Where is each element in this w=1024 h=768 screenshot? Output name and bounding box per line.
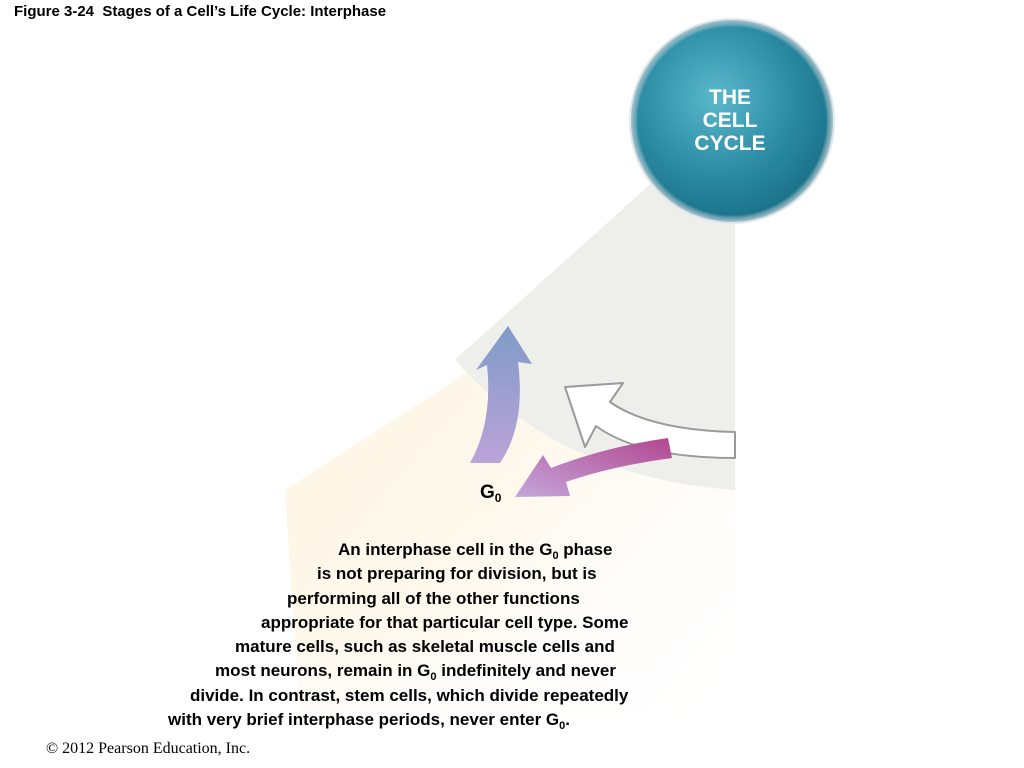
description-text: appropriate for that particular cell typ… bbox=[261, 612, 629, 632]
cell-cycle-label-line: CELL bbox=[702, 109, 758, 132]
enter-g0-arrow bbox=[515, 438, 672, 497]
description-text: mature cells, such as skeletal muscle ce… bbox=[235, 637, 615, 657]
description-subscript: 0 bbox=[559, 720, 566, 733]
description-line: appropriate for that particular cell typ… bbox=[261, 611, 841, 635]
description-subscript: 0 bbox=[430, 671, 437, 684]
cell-cycle-label-line: CYCLE bbox=[694, 132, 766, 155]
cell-cycle-circle bbox=[629, 18, 835, 224]
description-text: indefinitely and never bbox=[436, 661, 616, 681]
copyright-notice: © 2012 Pearson Education, Inc. bbox=[46, 740, 251, 757]
description-text: An interphase cell in the G bbox=[338, 540, 553, 559]
entry-arrow-white bbox=[564, 382, 736, 459]
description-text: most neurons, remain in G bbox=[215, 661, 431, 681]
description-line: An interphase cell in the G0 phase bbox=[338, 538, 918, 562]
description-line: with very brief interphase periods, neve… bbox=[168, 708, 748, 732]
description-line: most neurons, remain in G0 indefinitely … bbox=[215, 659, 795, 683]
g0-label-main: G bbox=[480, 482, 495, 503]
cell-cycle-label-line: THE bbox=[709, 86, 751, 109]
sector-fade bbox=[150, 640, 750, 750]
description-line: performing all of the other functions bbox=[287, 587, 867, 611]
description-text: performing all of the other functions bbox=[287, 588, 580, 608]
g0-label: G0 bbox=[480, 482, 501, 504]
description-text: with very brief interphase periods, neve… bbox=[168, 710, 560, 730]
description-line: divide. In contrast, stem cells, which d… bbox=[190, 684, 770, 708]
description-line: mature cells, such as skeletal muscle ce… bbox=[235, 635, 815, 659]
description-subscript: 0 bbox=[552, 550, 559, 562]
description-text: . bbox=[565, 710, 570, 730]
figure-title: Figure 3-24 Stages of a Cell’s Life Cycl… bbox=[14, 3, 387, 20]
g0-label-subscript: 0 bbox=[494, 491, 502, 505]
exit-arrow-up bbox=[470, 326, 532, 463]
cycle-sector bbox=[150, 180, 750, 750]
description-text: is not preparing for division, but is bbox=[317, 564, 597, 584]
g0-description: An interphase cell in the G0 phase is no… bbox=[150, 538, 730, 732]
description-line: is not preparing for division, but is bbox=[317, 562, 897, 586]
cell-cycle-label: THE CELL CYCLE bbox=[670, 86, 790, 155]
description-text: phase bbox=[558, 540, 613, 559]
description-text: divide. In contrast, stem cells, which d… bbox=[190, 685, 629, 705]
sector-gray bbox=[455, 180, 735, 490]
